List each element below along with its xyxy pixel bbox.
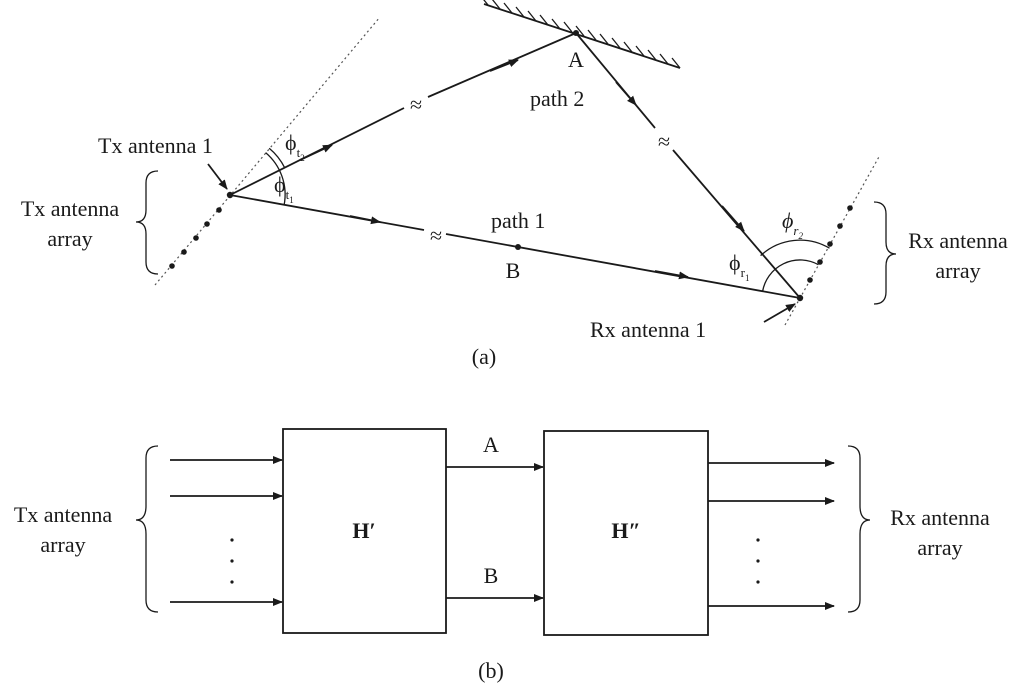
path-1-label: path 1 bbox=[491, 208, 545, 233]
rx-antenna-1-label: Rx antenna 1 bbox=[590, 317, 706, 342]
tx-array-label-b-line1: Tx antenna bbox=[14, 502, 113, 527]
path-1-lines bbox=[229, 194, 801, 299]
reflector-wall bbox=[483, 3, 681, 69]
part-b: Tx antenna array Rx antenna array H′ H″ … bbox=[14, 428, 990, 683]
rx-antenna-dot bbox=[827, 241, 833, 247]
phi-t1-arc bbox=[265, 152, 286, 206]
block-h-double-prime-label: H″ bbox=[611, 518, 640, 543]
rx-antenna-dot bbox=[837, 223, 843, 229]
tx-array-brace bbox=[135, 170, 159, 275]
tx-antenna-1-pointer bbox=[207, 163, 228, 190]
block-h-prime-label: H′ bbox=[352, 518, 375, 543]
point-b-dot bbox=[515, 244, 521, 250]
rx-ellipsis bbox=[756, 538, 760, 584]
tx-array-axis bbox=[154, 16, 381, 286]
block-h-double-prime bbox=[543, 430, 709, 636]
phi-r2-arc bbox=[760, 239, 830, 257]
path1-break: ≈ bbox=[430, 223, 442, 248]
rx-array-brace-b bbox=[847, 445, 871, 613]
tx-antenna-dot bbox=[204, 221, 210, 227]
rx-antenna-dot bbox=[807, 277, 813, 283]
path2-break-1: ≈ bbox=[410, 92, 422, 117]
tx-antenna-1-label: Tx antenna 1 bbox=[98, 133, 213, 158]
rx-array-brace bbox=[873, 201, 897, 305]
phi-t2-label: ϕt2 bbox=[285, 130, 305, 163]
part-a: ≈ ≈ ≈ Tx antenna 1 Tx antenna array Rx a… bbox=[21, 0, 1008, 369]
tx-array-elements bbox=[169, 191, 234, 269]
point-b-label: B bbox=[506, 258, 521, 283]
rx-array-label-line2: array bbox=[935, 258, 980, 283]
link-b-label: B bbox=[484, 563, 499, 588]
tx-antenna-dot bbox=[216, 207, 222, 213]
rx-array-label-b-line2: array bbox=[917, 535, 962, 560]
block-h-prime bbox=[282, 428, 447, 634]
link-a-label: A bbox=[483, 432, 499, 457]
tx-array-label-b-line2: array bbox=[40, 532, 85, 557]
path-2-label: path 2 bbox=[530, 86, 584, 111]
phi-t1-label: ϕt1 bbox=[274, 172, 294, 205]
caption-a: (a) bbox=[472, 344, 496, 369]
point-a-dot bbox=[573, 30, 579, 36]
phi-r1-label: ϕr1 bbox=[729, 250, 749, 283]
tx-ellipsis bbox=[230, 538, 234, 584]
path-2-lines bbox=[229, 32, 801, 299]
caption-b: (b) bbox=[478, 658, 504, 683]
rx-array-label-b-line1: Rx antenna bbox=[890, 505, 990, 530]
tx-array-label-line1: Tx antenna bbox=[21, 196, 120, 221]
tx-array-label-line2: array bbox=[47, 226, 92, 251]
phi-t2-arc bbox=[268, 147, 286, 168]
phi-r2-label: ϕr2 bbox=[782, 208, 803, 241]
tx-array-brace-b bbox=[135, 445, 159, 613]
rx-antenna-dot bbox=[817, 259, 823, 265]
path2-break-2: ≈ bbox=[658, 129, 670, 154]
tx-antenna-dot bbox=[181, 249, 187, 255]
rx-array-label-line1: Rx antenna bbox=[908, 228, 1008, 253]
rx-antenna-dot bbox=[847, 205, 853, 211]
phi-r1-arc bbox=[761, 259, 819, 292]
rx-array-elements bbox=[796, 205, 853, 302]
tx-antenna-dot bbox=[169, 263, 175, 269]
point-a-label: A bbox=[568, 47, 584, 72]
tx-antenna-dot bbox=[193, 235, 199, 241]
reflector-hatching bbox=[483, 0, 681, 69]
rx-antenna-1-pointer bbox=[763, 303, 796, 323]
